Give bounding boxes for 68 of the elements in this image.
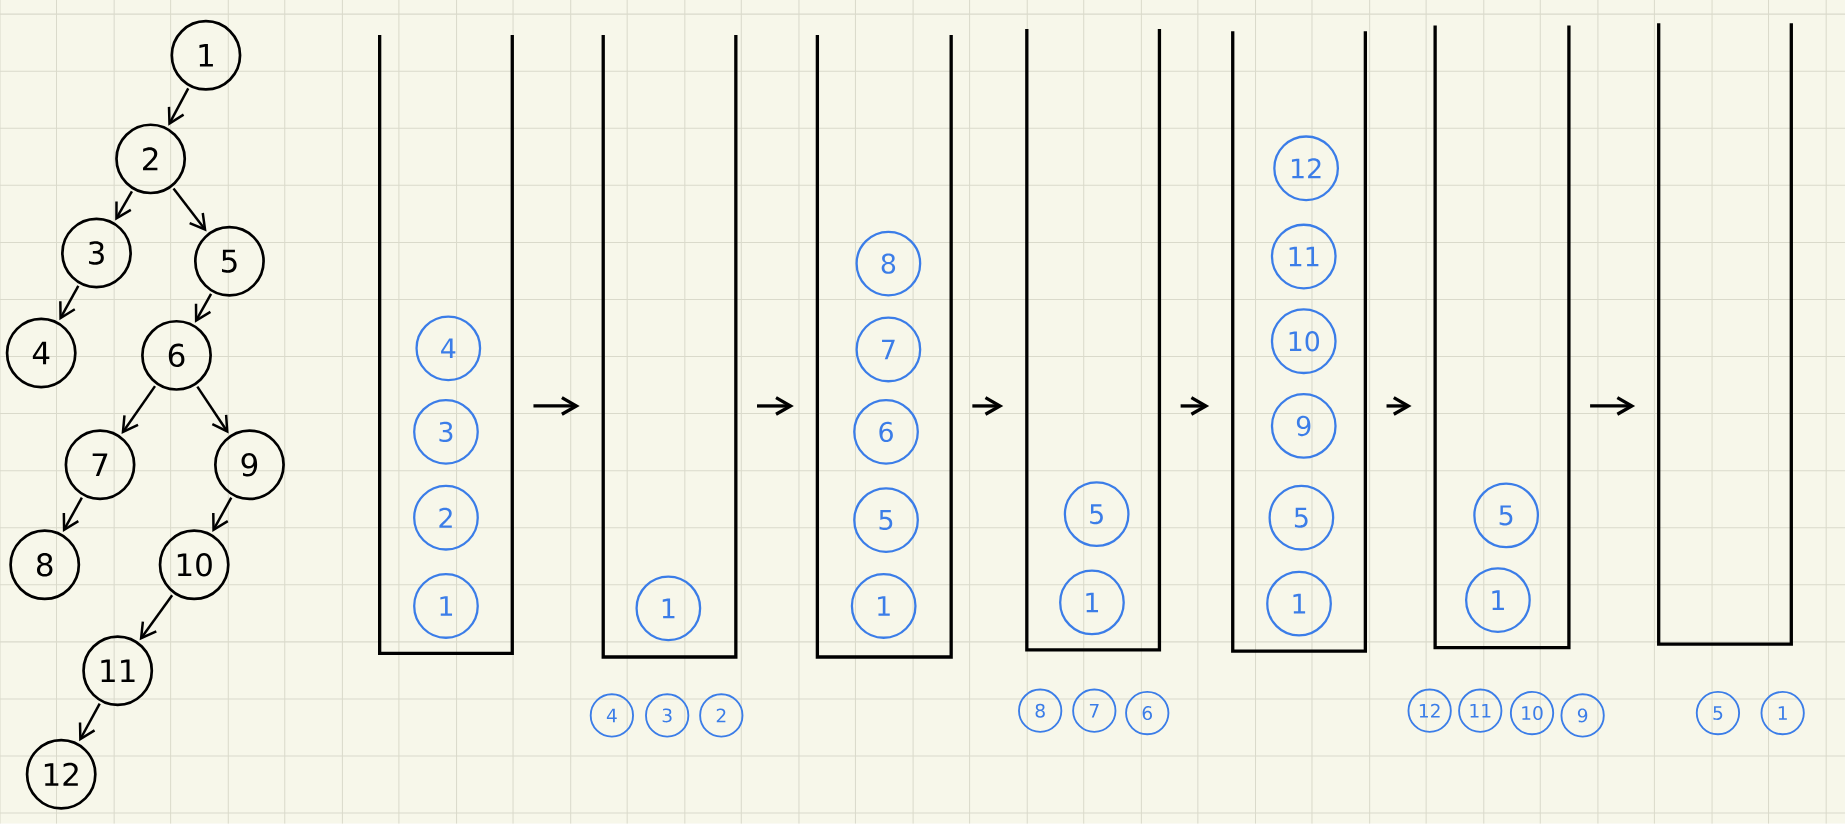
popped-item: 5 bbox=[1695, 691, 1741, 736]
arrow bbox=[533, 396, 580, 416]
arrow bbox=[59, 285, 80, 321]
arrow bbox=[139, 594, 174, 641]
stack-item: 8 bbox=[855, 230, 922, 297]
popped-item: 7 bbox=[1072, 688, 1117, 733]
stack-item: 1 bbox=[850, 573, 917, 640]
tree-node: 12 bbox=[25, 738, 97, 810]
stack-item: 2 bbox=[413, 485, 479, 551]
tree-node: 3 bbox=[61, 217, 132, 289]
popped-item: 11 bbox=[1458, 688, 1503, 733]
stack-item: 6 bbox=[853, 399, 919, 465]
stack-item: 5 bbox=[1473, 482, 1540, 549]
arrow bbox=[1590, 396, 1636, 416]
popped-item: 12 bbox=[1407, 688, 1452, 733]
popped-item: 2 bbox=[699, 693, 744, 738]
stack-container bbox=[378, 35, 514, 656]
popped-item: 8 bbox=[1018, 688, 1063, 733]
stack-item: 5 bbox=[1268, 485, 1335, 551]
stack-container bbox=[1025, 29, 1162, 652]
stack-item: 5 bbox=[1063, 481, 1130, 548]
tree-node: 4 bbox=[5, 317, 77, 389]
stack-item: 4 bbox=[415, 315, 482, 382]
arrow bbox=[78, 703, 101, 742]
tree-node: 10 bbox=[158, 529, 230, 601]
arrow bbox=[115, 190, 133, 221]
stack-item: 1 bbox=[1266, 570, 1332, 637]
popped-item: 10 bbox=[1509, 691, 1555, 736]
popped-item: 6 bbox=[1125, 691, 1170, 736]
tree-node: 5 bbox=[194, 225, 265, 297]
stack-container bbox=[1433, 25, 1571, 650]
popped-item: 3 bbox=[645, 693, 690, 738]
arrow bbox=[121, 385, 157, 435]
arrow bbox=[196, 386, 229, 434]
arrow bbox=[212, 497, 233, 533]
popped-item: 9 bbox=[1560, 693, 1605, 738]
tree-node: 7 bbox=[64, 429, 136, 501]
popped-item: 1 bbox=[1760, 691, 1805, 736]
stack-container bbox=[815, 35, 953, 659]
tree-node: 1 bbox=[170, 20, 242, 91]
tree-node: 6 bbox=[141, 320, 212, 391]
stack-item: 1 bbox=[413, 573, 479, 640]
stack-item: 1 bbox=[1059, 569, 1125, 636]
stack-container bbox=[1231, 31, 1367, 653]
stack-item: 1 bbox=[1465, 567, 1531, 634]
tree-node: 2 bbox=[115, 123, 187, 195]
stack-item: 10 bbox=[1270, 308, 1337, 375]
arrow bbox=[194, 293, 213, 323]
stack-item: 3 bbox=[413, 399, 479, 465]
popped-item: 4 bbox=[589, 693, 634, 738]
stack-container bbox=[601, 35, 738, 659]
stack-item: 12 bbox=[1273, 135, 1339, 202]
arrow bbox=[167, 88, 190, 126]
arrow bbox=[1386, 396, 1412, 416]
arrow bbox=[757, 396, 794, 416]
tree-node: 8 bbox=[9, 529, 81, 601]
stack-item: 9 bbox=[1270, 393, 1337, 460]
arrow bbox=[62, 497, 83, 533]
tree-node: 11 bbox=[82, 635, 154, 707]
stack-item: 5 bbox=[853, 487, 919, 554]
stack-item: 1 bbox=[635, 575, 702, 642]
stack-container bbox=[1657, 23, 1793, 646]
stack-item: 11 bbox=[1270, 223, 1337, 290]
tree-node: 9 bbox=[214, 429, 285, 501]
arrow bbox=[972, 396, 1004, 416]
stack-item: 7 bbox=[855, 316, 922, 383]
arrow bbox=[172, 188, 207, 232]
arrow bbox=[1180, 396, 1210, 416]
